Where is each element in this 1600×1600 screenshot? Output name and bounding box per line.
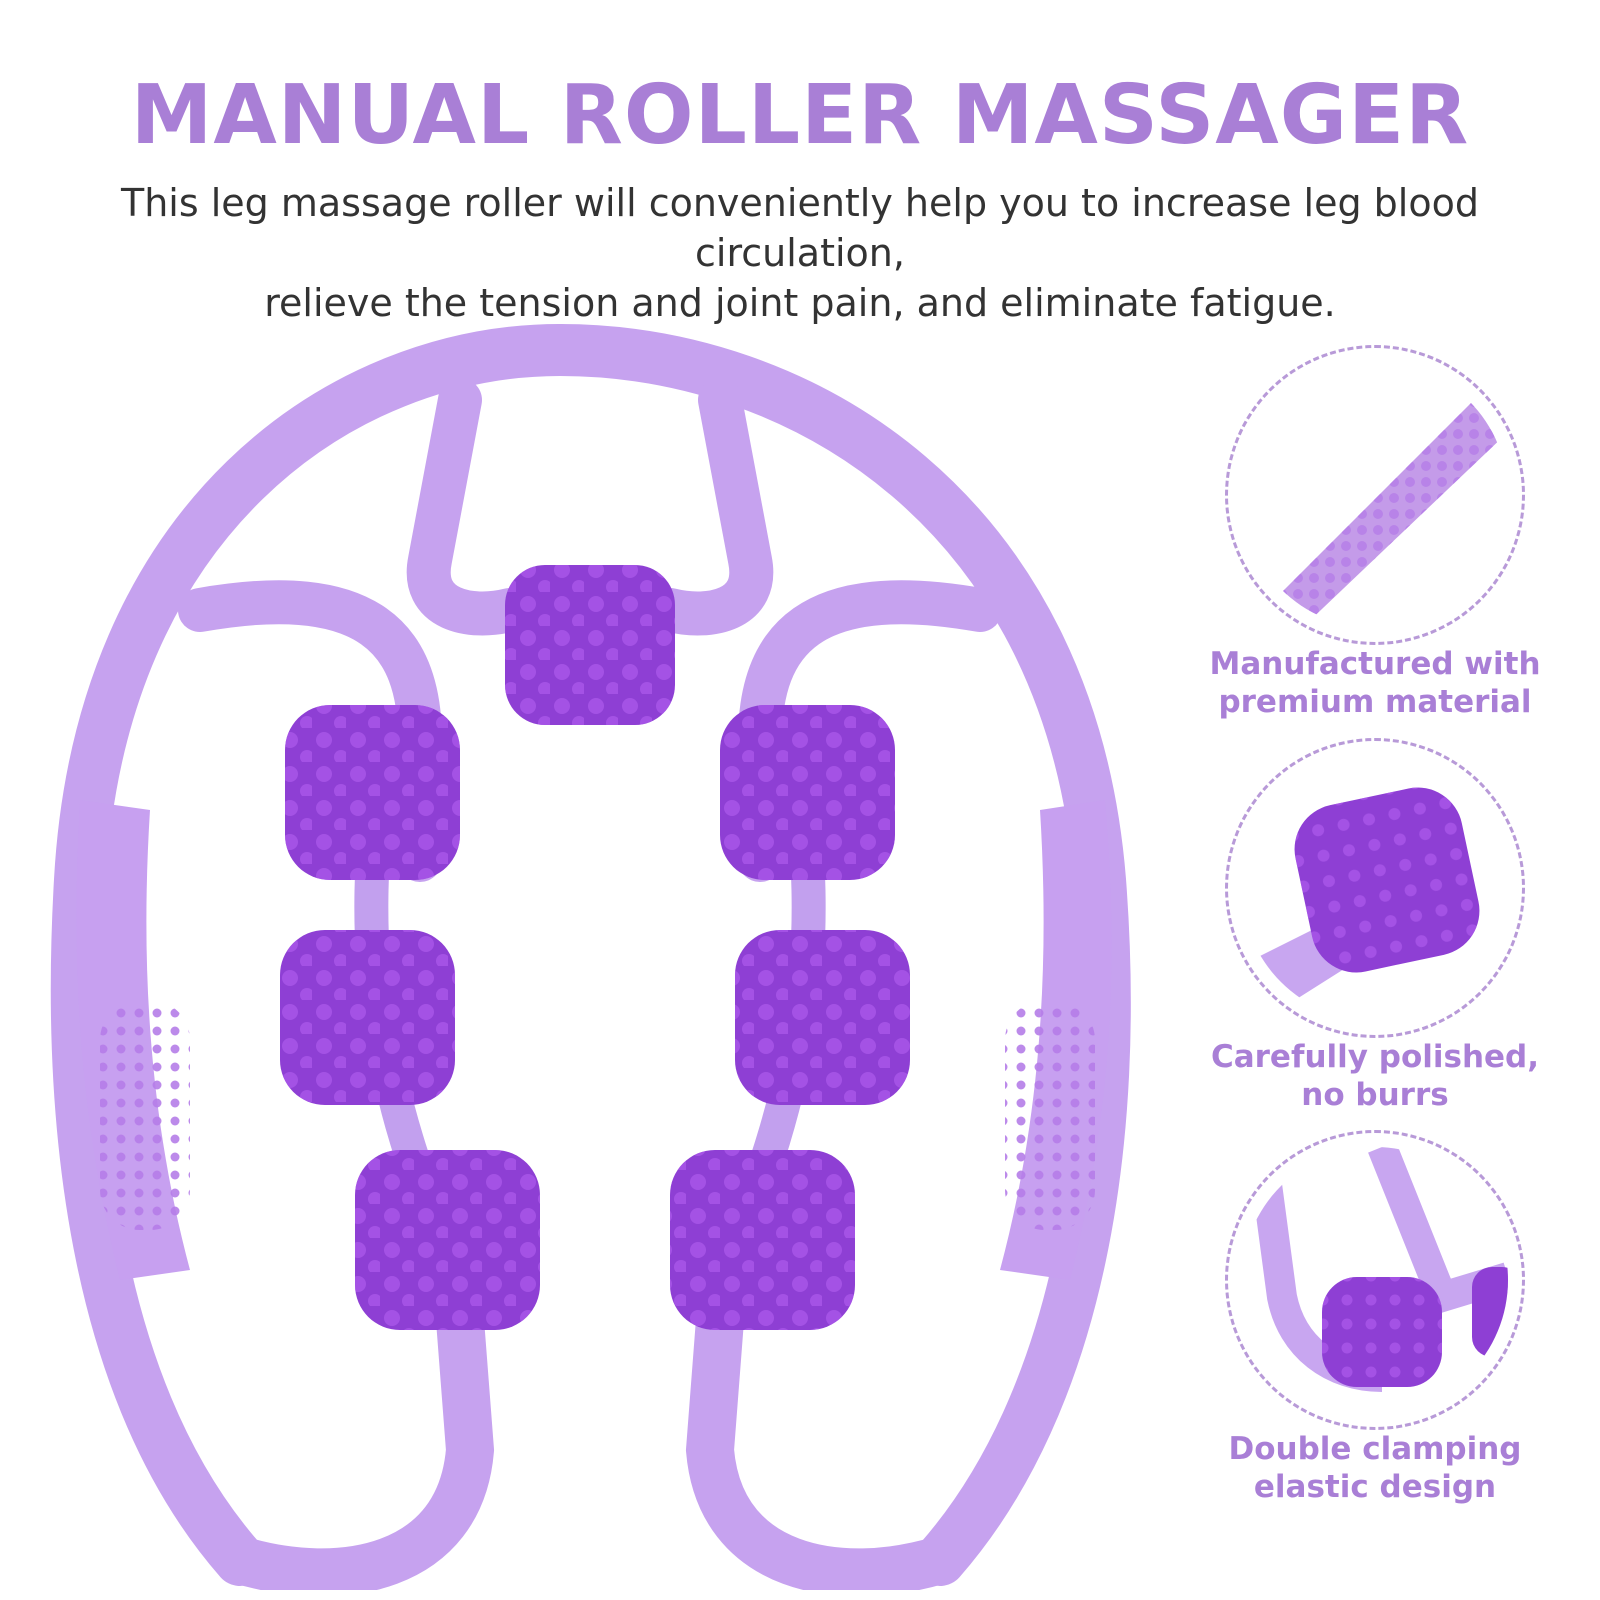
top-yoke — [406, 378, 774, 636]
clamp-roller-icon — [1242, 1147, 1508, 1413]
product-description: This leg massage roller will convenientl… — [20, 178, 1580, 328]
roller-left-3 — [355, 1150, 540, 1330]
description-line-1: This leg massage roller will convenientl… — [121, 181, 1479, 275]
feature-label-line: Double clamping — [1228, 1431, 1522, 1467]
feature-label-line: Carefully polished, — [1210, 1039, 1540, 1075]
hook-right — [685, 1296, 964, 1590]
feature-double-clamping: Double clamping elastic design — [1185, 1130, 1565, 1530]
roller-right-1 — [720, 705, 895, 880]
feature-label: Double clamping elastic design — [1185, 1430, 1565, 1506]
feature-label-line: elastic design — [1253, 1469, 1497, 1505]
textured-handle-icon — [1242, 362, 1508, 628]
feature-image-circle — [1225, 738, 1525, 1038]
feature-label-line: Manufactured with — [1209, 646, 1541, 682]
feature-premium-material: Manufactured with premium material — [1185, 345, 1565, 725]
product-image — [50, 324, 1131, 1590]
roller-top — [505, 565, 675, 725]
roller-left-1 — [285, 705, 460, 880]
feature-image-circle — [1225, 1130, 1525, 1430]
feature-polished: Carefully polished, no burrs — [1185, 738, 1565, 1118]
roller-right-2 — [735, 930, 910, 1105]
feature-label: Carefully polished, no burrs — [1185, 1038, 1565, 1114]
description-line-2: relieve the tension and joint pain, and … — [264, 281, 1336, 325]
hook-left — [216, 1296, 495, 1590]
roller-left-2 — [280, 930, 455, 1105]
feature-label: Manufactured with premium material — [1185, 645, 1565, 721]
page-title: MANUAL ROLLER MASSAGER — [130, 68, 1470, 163]
feature-label-line: no burrs — [1301, 1077, 1449, 1113]
feature-image-circle — [1225, 345, 1525, 645]
roller-ball-icon — [1242, 755, 1508, 1021]
roller-right-3 — [670, 1150, 855, 1330]
feature-label-line: premium material — [1218, 684, 1532, 720]
